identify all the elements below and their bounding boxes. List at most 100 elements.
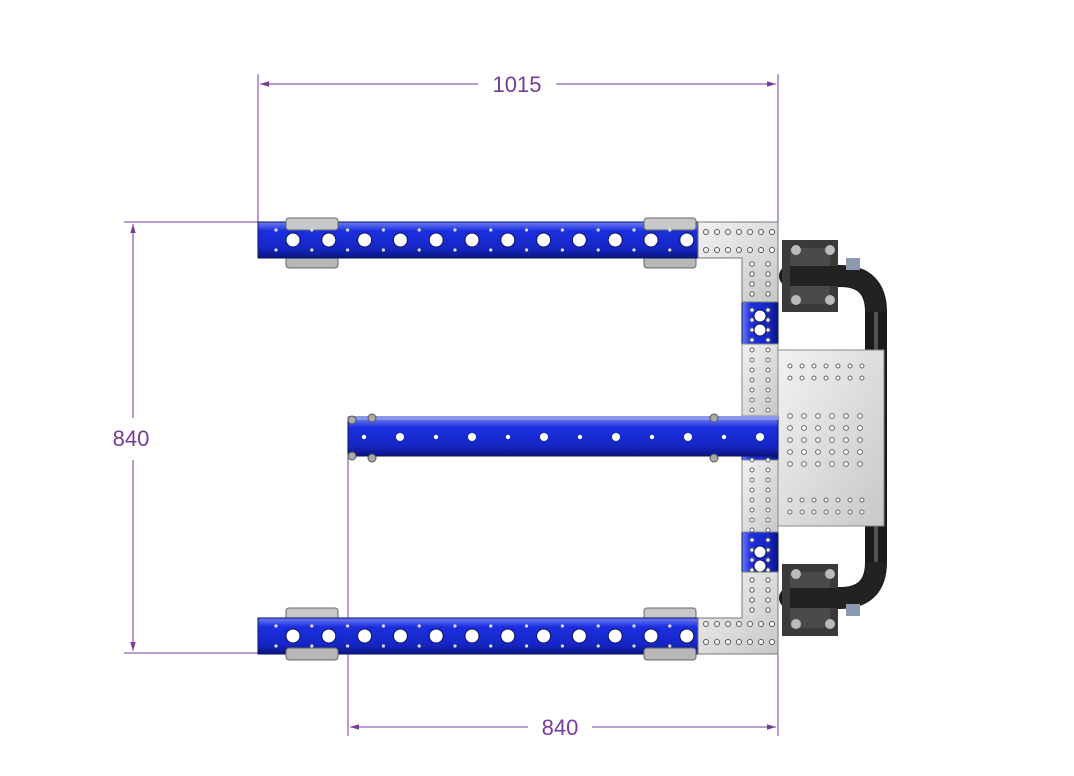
dimension-left: 840 xyxy=(113,221,258,654)
hole xyxy=(799,363,805,369)
hole xyxy=(381,248,385,252)
hole xyxy=(684,433,692,441)
hole xyxy=(749,347,755,353)
hole xyxy=(758,247,764,253)
hole xyxy=(765,261,771,267)
hole xyxy=(525,228,529,232)
hole xyxy=(357,232,373,248)
hole xyxy=(725,229,731,235)
top-profile xyxy=(257,217,699,269)
hole xyxy=(310,624,314,628)
hole xyxy=(285,628,301,644)
hole xyxy=(811,375,817,381)
hole xyxy=(500,232,516,248)
hole xyxy=(758,639,764,645)
hole xyxy=(753,545,767,559)
hole xyxy=(815,461,821,467)
hole xyxy=(668,248,672,252)
hole xyxy=(801,425,807,431)
hole xyxy=(765,407,771,413)
hole xyxy=(749,607,755,613)
hole xyxy=(765,457,771,463)
hole xyxy=(829,449,835,455)
hole xyxy=(847,497,853,503)
hole xyxy=(843,425,849,431)
hole xyxy=(765,367,771,373)
hole xyxy=(765,517,771,523)
hole xyxy=(607,628,623,644)
hole xyxy=(668,644,672,648)
hole xyxy=(505,434,511,440)
hole xyxy=(489,228,493,232)
hole xyxy=(749,537,755,543)
hole xyxy=(428,232,444,248)
hole xyxy=(765,567,771,573)
hole xyxy=(714,229,720,235)
hole xyxy=(859,375,865,381)
hole xyxy=(453,248,457,252)
hole xyxy=(843,449,849,455)
hole xyxy=(274,248,278,252)
hole xyxy=(749,291,755,297)
hole xyxy=(310,644,314,648)
hole xyxy=(417,624,421,628)
hole xyxy=(736,229,742,235)
hole xyxy=(811,497,817,503)
hole xyxy=(843,461,849,467)
hole xyxy=(749,307,755,313)
hole xyxy=(725,621,731,627)
hole xyxy=(765,497,771,503)
hole xyxy=(725,639,731,645)
hole xyxy=(749,377,755,383)
hole xyxy=(632,624,636,628)
hole xyxy=(468,433,476,441)
hole xyxy=(747,229,753,235)
hole xyxy=(721,434,727,440)
hole xyxy=(310,248,314,252)
hole xyxy=(525,644,529,648)
hole xyxy=(747,247,753,253)
hole xyxy=(765,357,771,363)
hole xyxy=(765,557,771,563)
dimension-label-left: 840 xyxy=(113,426,150,451)
hole xyxy=(857,449,863,455)
hole xyxy=(765,527,771,533)
hole xyxy=(571,232,587,248)
hole xyxy=(787,437,793,443)
hole xyxy=(560,644,565,648)
hole xyxy=(835,363,841,369)
hole xyxy=(749,587,755,593)
bottom-profile xyxy=(257,607,699,661)
hole xyxy=(668,624,672,628)
hole xyxy=(765,577,771,583)
hole xyxy=(321,232,337,248)
hole xyxy=(765,467,771,473)
hole xyxy=(811,509,817,515)
hole xyxy=(596,248,600,252)
hole xyxy=(765,317,771,323)
hole xyxy=(829,437,835,443)
dimension-label-bottom: 840 xyxy=(542,715,579,740)
hole xyxy=(749,357,755,363)
hole xyxy=(749,557,755,563)
hole xyxy=(765,597,771,603)
hole xyxy=(714,247,720,253)
hole xyxy=(765,337,771,343)
corner-plate-bottom xyxy=(697,571,779,655)
hole xyxy=(835,375,841,381)
hole xyxy=(843,413,849,419)
hole xyxy=(679,232,695,248)
hole xyxy=(765,487,771,493)
hole xyxy=(835,497,841,503)
hole xyxy=(765,307,771,313)
hole xyxy=(787,425,793,431)
hole xyxy=(769,621,775,627)
hole xyxy=(787,509,793,515)
hole xyxy=(703,639,709,645)
hole xyxy=(765,397,771,403)
hole xyxy=(643,232,659,248)
hole xyxy=(823,375,829,381)
hole xyxy=(632,644,636,648)
hole xyxy=(749,577,755,583)
hole xyxy=(765,291,771,297)
